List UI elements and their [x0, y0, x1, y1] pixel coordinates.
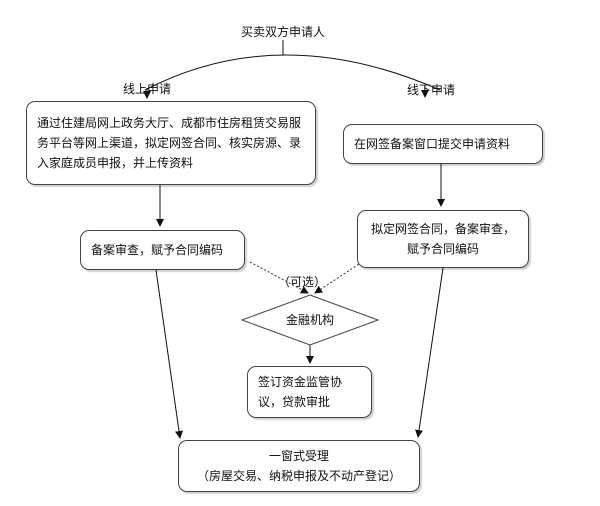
online-application-text: 通过住建局网上政务大厅、成都市住房租赁交易服务平台等网上渠道，拟定网签合同、核实… — [37, 116, 302, 170]
fund-supervision-text: 签订资金监管协议，贷款审批 — [258, 375, 343, 409]
finance-institution-label: 金融机构 — [285, 313, 334, 327]
offline-contract-text: 拟定网签合同，备案审查，赋予合同编码 — [370, 222, 515, 256]
optional-link-right — [314, 261, 363, 294]
offline-window-box: 在网签备案窗口提交申请资料 — [343, 124, 543, 164]
filing-review-text: 备案审查，赋予合同编码 — [91, 243, 224, 257]
branch-left-label: 线上申请 — [122, 82, 171, 96]
filing-review-box: 备案审查，赋予合同编码 — [80, 230, 245, 270]
single-window-subtitle: （房屋交易、纳税申报及不动产登记） — [196, 469, 401, 483]
split-arc — [144, 54, 441, 91]
fund-supervision-box: 签订资金监管协议，贷款审批 — [247, 366, 372, 418]
top-label: 买卖双方申请人 — [240, 25, 325, 39]
branch-right-label: 线下申请 — [406, 83, 455, 97]
optional-link-left — [249, 261, 309, 294]
arrow-contract-to-final — [415, 267, 444, 438]
single-window-title: 一窗式受理 — [268, 449, 329, 463]
arrow-review-to-final — [155, 269, 183, 439]
single-window-box: 一窗式受理 （房屋交易、纳税申报及不动产登记） — [178, 440, 420, 492]
online-application-box: 通过住建局网上政务大厅、成都市住房租赁交易服务平台等网上渠道，拟定网签合同、核实… — [26, 101, 316, 185]
offline-window-text: 在网签备案窗口提交申请资料 — [354, 137, 511, 151]
optional-label: （可选） — [277, 275, 326, 289]
offline-contract-box: 拟定网签合同，备案审查，赋予合同编码 — [357, 210, 529, 268]
